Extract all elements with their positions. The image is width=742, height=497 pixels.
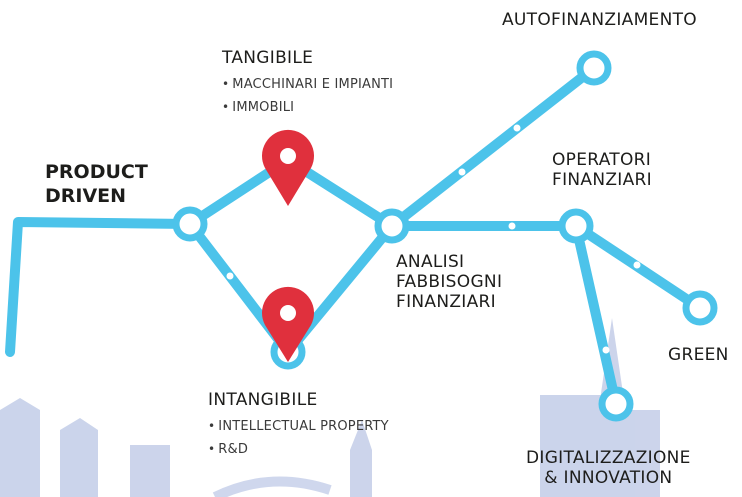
waypoint-dot [633, 261, 641, 269]
station-circle-icon [374, 208, 410, 244]
product-driven-label: PRODUCT DRIVEN [45, 160, 148, 208]
skyline-building [0, 398, 40, 497]
intangibile-title: INTANGIBILE [208, 390, 318, 410]
map-pin-icon [262, 286, 314, 362]
skyline-building [130, 445, 170, 497]
skyline-building [350, 420, 372, 497]
analisi-line: ANALISI [396, 252, 465, 272]
tangibile-bullet: •IMMOBILI [222, 100, 295, 115]
waypoint-dot [513, 124, 521, 132]
operatori-label: OPERATORI FINANZIARI [552, 150, 652, 190]
waypoint-dot [226, 272, 234, 280]
operatori-line: OPERATORI [552, 150, 652, 170]
tangibile-bullet: •MACCHINARI E IMPIANTI [222, 77, 394, 92]
digitalizzazione-label: DIGITALIZZAZIONE & INNOVATION [526, 448, 691, 488]
line-autofinanziamento [387, 63, 599, 231]
tangibile-bullet-text: MACCHINARI E IMPIANTI [232, 77, 394, 92]
intangibile-group: INTANGIBILE •INTELLECTUAL PROPERTY •R&D [208, 390, 389, 457]
line-digital [571, 221, 621, 409]
station-circle-icon [576, 50, 612, 86]
analisi-label: ANALISI FABBISOGNI FINANZIARI [396, 252, 502, 312]
map-pin-icon [262, 129, 314, 206]
intangibile-bullet: •INTELLECTUAL PROPERTY [208, 419, 389, 434]
intangibile-bullet-text: INTELLECTUAL PROPERTY [218, 419, 389, 434]
tangibile-title: TANGIBILE [222, 48, 314, 68]
intangibile-bullet-text: R&D [218, 442, 249, 457]
skyline-building [60, 418, 98, 497]
digitalizzazione-line: DIGITALIZZAZIONE [526, 448, 691, 468]
green-label: GREEN [668, 345, 729, 365]
line-start [5, 217, 195, 357]
skyline-building [540, 395, 610, 497]
autofinanziamento-label: AUTOFINANZIAMENTO [502, 10, 697, 30]
tangibile-bullet-text: IMMOBILI [232, 100, 295, 115]
intangibile-bullet: •R&D [208, 442, 249, 457]
waypoint-dot [602, 346, 610, 354]
waypoint-dot [458, 168, 466, 176]
station-circle-icon [598, 386, 634, 422]
skyline-arc [212, 476, 332, 497]
waypoint-dot [508, 222, 516, 230]
skyline-building [620, 410, 660, 497]
product-driven-line1: PRODUCT [45, 161, 148, 183]
station-circle-icon [682, 290, 718, 326]
station-circle-icon [172, 206, 208, 242]
digitalizzazione-line: & INNOVATION [544, 468, 673, 488]
product-driven-line2: DRIVEN [45, 185, 127, 207]
operatori-line: FINANZIARI [552, 170, 652, 190]
analisi-line: FINANZIARI [396, 292, 496, 312]
tangibile-group: TANGIBILE •MACCHINARI E IMPIANTI •IMMOBI… [222, 48, 393, 115]
station-circle-icon [558, 208, 594, 244]
analisi-line: FABBISOGNI [396, 272, 503, 292]
